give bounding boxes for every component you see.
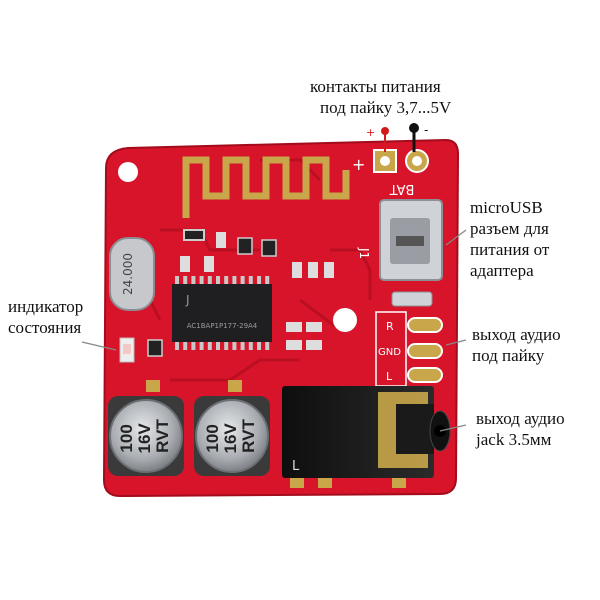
- chip-pin: [224, 342, 229, 350]
- pad-label-l: L: [386, 370, 393, 383]
- micro-usb-connector: [379, 199, 443, 307]
- power-contacts-label: контакты питания под пайку 3,7...5V: [310, 76, 451, 118]
- silk-plus: +: [352, 155, 365, 174]
- chip-pin: [257, 342, 261, 350]
- minus-sign-label: -: [424, 123, 428, 137]
- pad-label-r: R: [386, 320, 394, 333]
- smd-components: [147, 229, 334, 357]
- indicator-line-2: состояния: [8, 318, 82, 337]
- chip-pin: [248, 342, 253, 350]
- chip-pin: [183, 342, 188, 350]
- chip-pin: [216, 276, 220, 284]
- chip-pin: [191, 342, 196, 350]
- svg-text:24.000: 24.000: [121, 253, 135, 295]
- svg-text:AC1BAP1P177-29A4: AC1BAP1P177-29A4: [187, 322, 258, 330]
- audio-out-solder-line-2: под пайку: [472, 346, 545, 365]
- svg-text:100 16V RVT: 100 16V RVT: [117, 419, 172, 454]
- microusb-label: microUSB разъем для питания от адаптера: [470, 197, 549, 281]
- power-contacts-line-2: под пайку 3,7...5V: [320, 98, 452, 117]
- power-contacts-line-1: контакты питания: [310, 77, 441, 96]
- chip-logo: J: [185, 293, 190, 307]
- indicator-line-1: индикатор: [8, 297, 84, 316]
- chip-pin: [191, 276, 196, 284]
- jack-l-label: L: [292, 459, 300, 474]
- microusb-line-4: адаптера: [470, 261, 534, 280]
- chip-pin: [232, 276, 237, 284]
- mount-hole-top-left: [118, 162, 138, 182]
- pointer-lines: [81, 229, 467, 432]
- capacitor-2: 100 16V RVT: [194, 380, 270, 476]
- chip-pin: [265, 342, 270, 350]
- audio-out-pads: [375, 311, 443, 387]
- audio-out-solder-label: выход аудио под пайку: [472, 324, 561, 366]
- chip-pin: [207, 276, 212, 284]
- microusb-line-2: разъем для: [470, 219, 549, 238]
- chip-pin: [248, 276, 253, 284]
- chip-pin: [207, 342, 212, 350]
- chip-pin: [265, 276, 270, 284]
- bt-antenna: [182, 156, 350, 204]
- audio-out-jack-line-2: jack 3.5мм: [476, 430, 552, 449]
- status-led: [119, 337, 135, 363]
- mount-hole-center: [333, 308, 357, 332]
- polarity-markers: [381, 123, 419, 152]
- crystal-oscillator: 24.000: [109, 237, 155, 311]
- audio-out-jack-label: выход аудио jack 3.5мм: [476, 408, 565, 450]
- chip-pin: [240, 342, 245, 350]
- j1-label: J1: [357, 247, 371, 259]
- microusb-line-1: microUSB: [470, 198, 543, 217]
- audio-out-jack-line-1: выход аудио: [476, 409, 565, 428]
- bluetooth-chip: AC1BAP1P177-29A4 J: [172, 276, 272, 350]
- indicator-label: индикатор состояния: [8, 296, 83, 338]
- pad-label-gnd: GND: [378, 347, 401, 358]
- chip-pin: [199, 342, 204, 350]
- chip-pin: [199, 276, 204, 284]
- chip-pin: [232, 342, 237, 350]
- chip-pin: [216, 342, 220, 350]
- svg-text:100 16V RVT: 100 16V RVT: [203, 419, 258, 454]
- chip-pin: [175, 276, 179, 284]
- chip-pin: [257, 276, 261, 284]
- chip-pin: [240, 276, 245, 284]
- chip-pin: [224, 276, 229, 284]
- audio-jack: [282, 386, 451, 488]
- chip-pin: [175, 342, 179, 350]
- audio-out-solder-line-1: выход аудио: [472, 325, 561, 344]
- capacitor-1: 100 16V RVT: [108, 380, 184, 476]
- bat-label: BAT: [390, 181, 415, 196]
- plus-sign-label: +: [366, 126, 375, 139]
- chip-pin: [183, 276, 188, 284]
- microusb-line-3: питания от: [470, 240, 550, 259]
